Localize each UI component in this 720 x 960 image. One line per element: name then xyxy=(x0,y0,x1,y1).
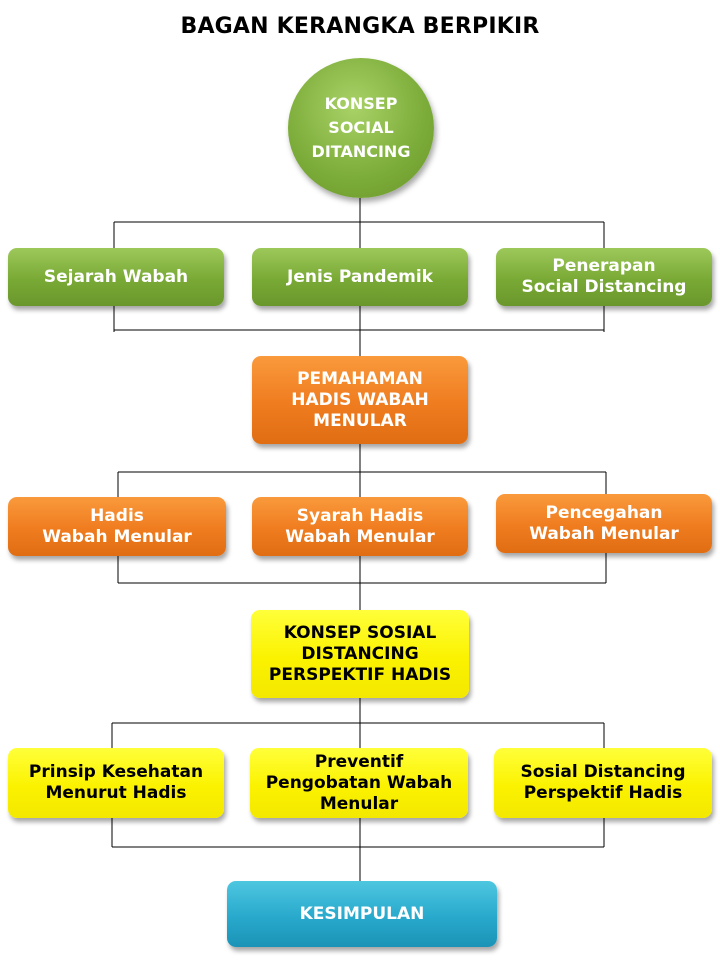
node-label: Prinsip Kesehatan Menurut Hadis xyxy=(28,762,204,803)
node-label: Hadis Wabah Menular xyxy=(42,505,192,547)
node-label: Sejarah Wabah xyxy=(43,266,189,287)
diagram-title: BAGAN KERANGKA BERPIKIR xyxy=(180,14,540,39)
node-label: KESIMPULAN xyxy=(299,903,425,924)
node-preventif-pengobatan-wabah-menular: Preventif Pengobatan Wabah Menular xyxy=(250,748,468,818)
node-penerapan-social-distancing: Penerapan Social Distancing xyxy=(496,248,712,306)
node-jenis-pandemik: Jenis Pandemik xyxy=(252,248,468,306)
hub-konsep-sosial-distancing-perspektif-hadis: KONSEP SOSIAL DISTANCING PERSPEKTIF HADI… xyxy=(251,610,469,698)
node-label: Pencegahan Wabah Menular xyxy=(529,502,679,544)
node-label: Jenis Pandemik xyxy=(287,266,433,287)
node-label: Penerapan Social Distancing xyxy=(521,256,687,297)
node-sejarah-wabah: Sejarah Wabah xyxy=(8,248,224,306)
node-pencegahan-wabah-menular: Pencegahan Wabah Menular xyxy=(496,494,712,553)
node-label: KONSEP SOSIAL DISTANCING PERSPEKTIF HADI… xyxy=(268,622,452,685)
node-syarah-hadis-wabah-menular: Syarah Hadis Wabah Menular xyxy=(252,497,468,556)
node-label: PEMAHAMAN HADIS WABAH MENULAR xyxy=(291,368,429,431)
node-hadis-wabah-menular: Hadis Wabah Menular xyxy=(8,497,226,556)
node-sosial-distancing-perspektif-hadis: Sosial Distancing Perspektif Hadis xyxy=(494,748,712,818)
root-node-konsep-social-distancing: KONSEP SOCIAL DITANCING xyxy=(288,58,434,198)
node-kesimpulan: KESIMPULAN xyxy=(227,881,497,947)
node-prinsip-kesehatan-menurut-hadis: Prinsip Kesehatan Menurut Hadis xyxy=(8,748,224,818)
node-label: Preventif Pengobatan Wabah Menular xyxy=(265,751,453,814)
hub-pemahaman-hadis-wabah-menular: PEMAHAMAN HADIS WABAH MENULAR xyxy=(252,356,468,444)
node-label: Syarah Hadis Wabah Menular xyxy=(285,505,435,547)
node-label: Sosial Distancing Perspektif Hadis xyxy=(520,762,686,803)
root-node-label: KONSEP SOCIAL DITANCING xyxy=(311,94,411,161)
